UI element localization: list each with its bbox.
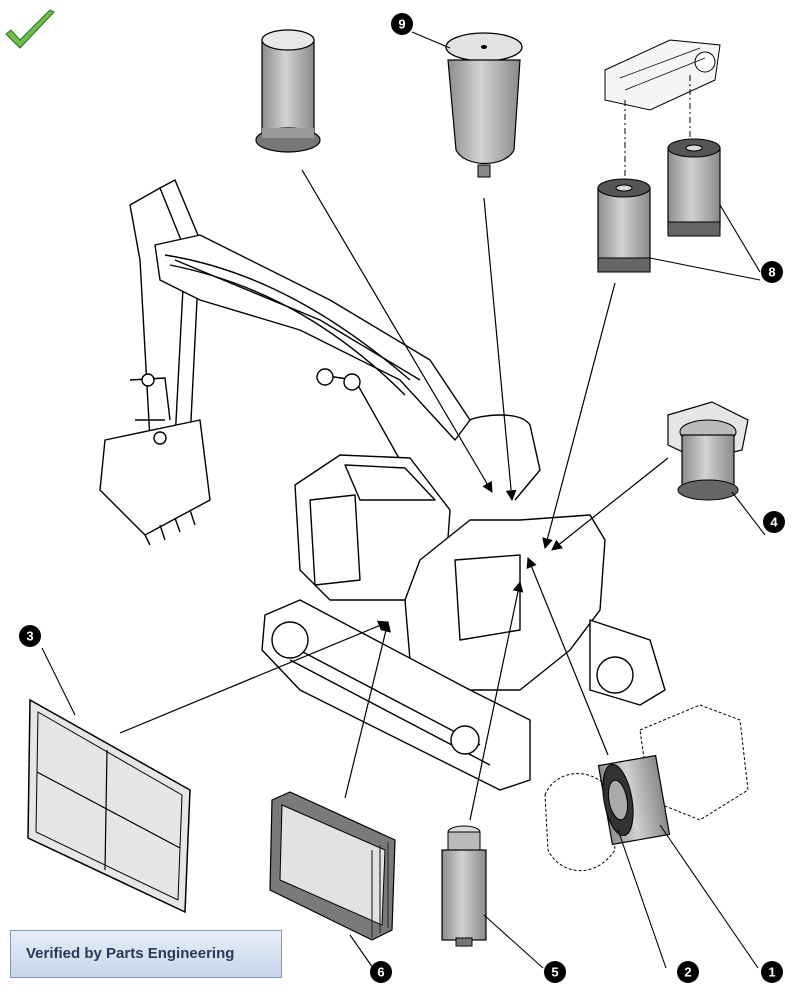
callout-1: 1 — [761, 961, 783, 983]
callout-3-circle — [19, 625, 41, 647]
callout-4-label: 4 — [770, 515, 778, 530]
callout-4: 4 — [763, 511, 785, 533]
callout-1-label: 1 — [768, 965, 775, 980]
callout-3: 3 — [19, 625, 41, 647]
callout-5-label: 5 — [551, 965, 558, 980]
callout-9-circle — [391, 13, 413, 35]
callout-6-circle — [370, 961, 392, 983]
leader-lines — [119, 169, 669, 821]
part-cab-air-filter-panel — [27, 698, 191, 914]
callout-6-label: 6 — [377, 965, 384, 980]
callout-8-label: 8 — [768, 265, 775, 280]
callout-3-label: 3 — [26, 629, 33, 644]
part-hydraulic-strainer — [667, 401, 749, 501]
excavator-illustration — [99, 179, 666, 791]
callout-2-label: 2 — [684, 965, 691, 980]
part-air-cleaner-assembly — [544, 704, 749, 872]
callout-2: 2 — [677, 961, 699, 983]
callout-9: 9 — [391, 13, 413, 35]
verified-badge-label: Verified by Parts Engineering — [26, 945, 235, 962]
callout-8: 8 — [761, 261, 783, 283]
part-fuel-water-separator — [445, 32, 523, 178]
callout-1-circle — [761, 961, 783, 983]
callout-6: 6 — [370, 961, 392, 983]
part-fuel-filter-element — [255, 29, 321, 153]
verified-badge: Verified by Parts Engineering — [10, 930, 282, 978]
checkmark-icon — [5, 9, 55, 49]
callout-5: 5 — [544, 961, 566, 983]
callout-5-circle — [544, 961, 566, 983]
part-pleated-panel-filter — [269, 791, 396, 941]
part-spin-on-filters — [597, 39, 721, 273]
part-fuel-filter-cartridge — [441, 825, 487, 947]
callout-8-circle — [761, 261, 783, 283]
callout-4-circle — [763, 511, 785, 533]
callout-9-label: 9 — [398, 17, 405, 32]
callout-2-circle — [677, 961, 699, 983]
callout-markers: 1 2 3 4 5 6 8 9 — [19, 13, 785, 983]
